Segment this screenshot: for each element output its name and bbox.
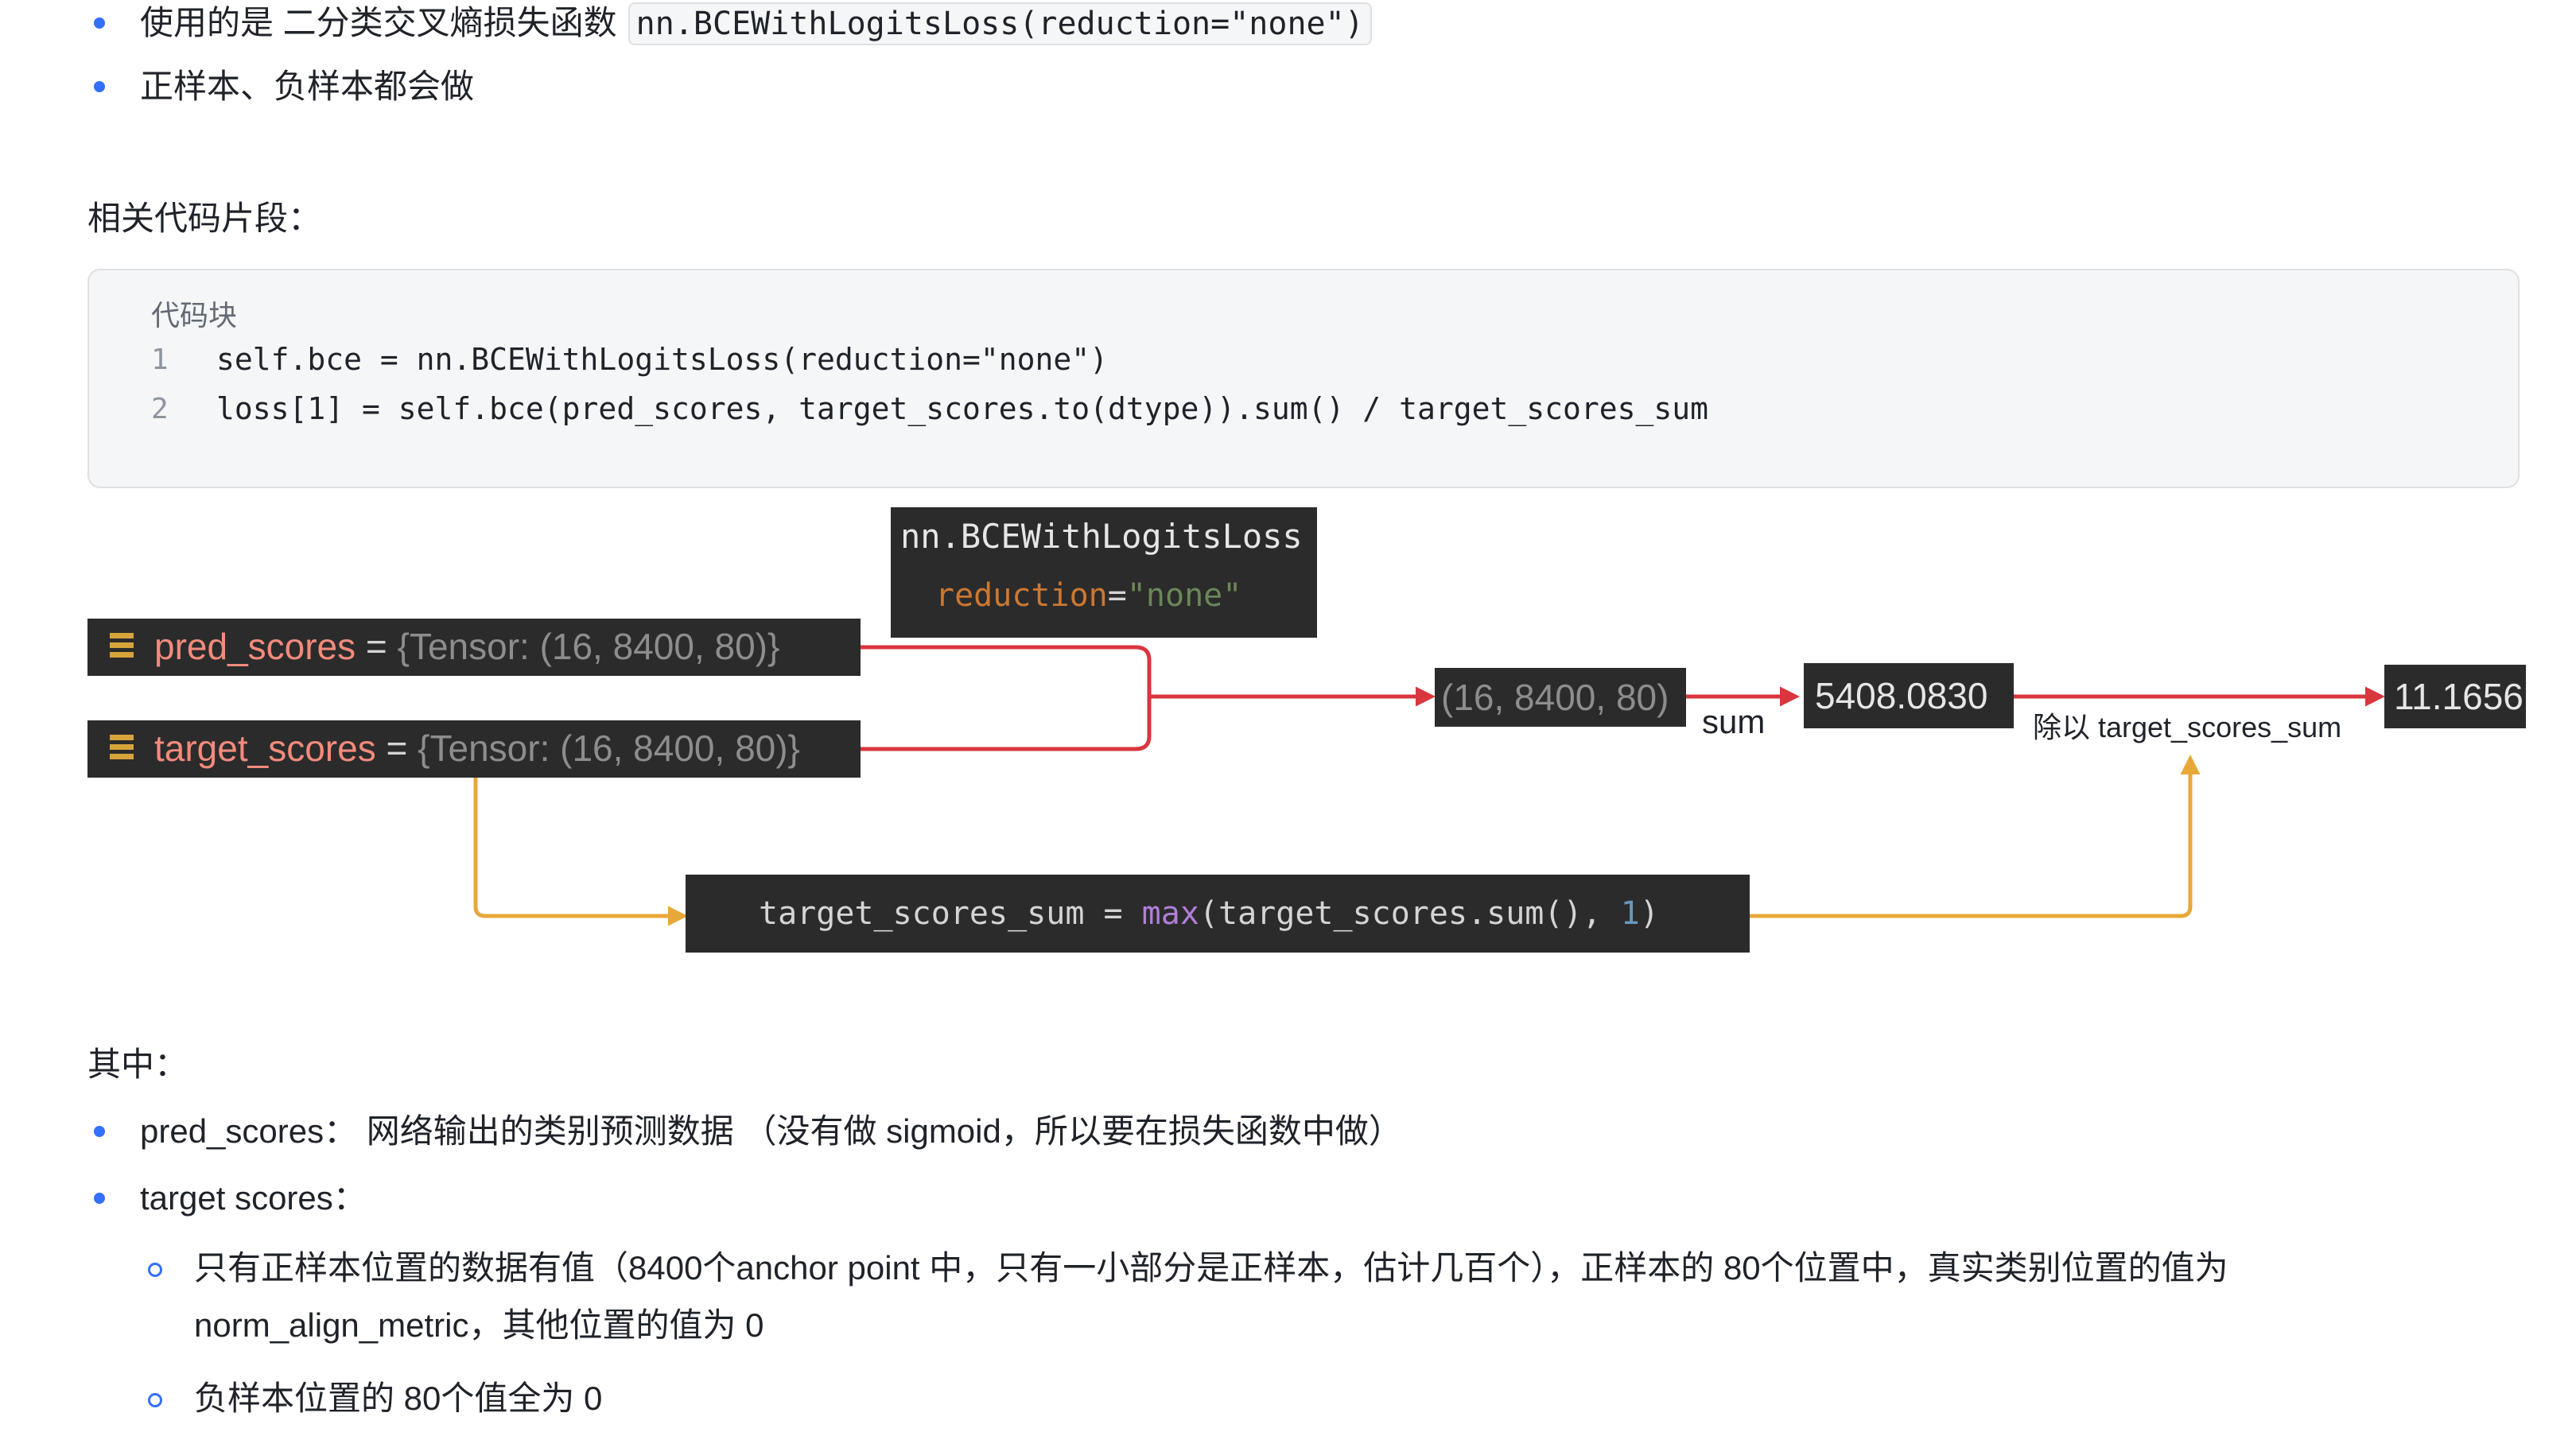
- formula-num: 1: [1620, 895, 1640, 932]
- formula-box: target_scores_sum = max(target_scores.su…: [686, 875, 1750, 953]
- inline-code-bce: nn.BCEWithLogitsLoss(reduction="none"): [627, 2, 1372, 45]
- bullet-loss-function: 使用的是 二分类交叉熵损失函数 nn.BCEWithLogitsLoss(redu…: [140, 2, 1372, 45]
- kw-none: "none": [1126, 577, 1242, 614]
- line-number: 2: [151, 393, 169, 425]
- sub-bullet-dot: [148, 1393, 162, 1407]
- result-box: 11.1656: [2384, 665, 2526, 728]
- pred-scores-value: {Tensor: (16, 8400, 80)}: [397, 626, 780, 667]
- diagram-arrows: [473, 645, 2385, 926]
- bullet-dot: [94, 1126, 105, 1137]
- formula-op: =: [1084, 895, 1142, 932]
- kw-eq: =: [1107, 577, 1127, 614]
- loss-diagram: nn.BCEWithLogitsLoss reduction="none" pr…: [0, 501, 2576, 962]
- eq: =: [375, 728, 418, 769]
- code-block[interactable]: 代码块 1 self.bce = nn.BCEWithLogitsLoss(re…: [87, 269, 2520, 488]
- sum-label: sum: [1702, 703, 1766, 740]
- bullet-pos-neg: 正样本、负样本都会做: [140, 68, 475, 105]
- bce-box: nn.BCEWithLogitsLoss reduction="none": [891, 507, 1317, 638]
- bullet-target-scores: target scores：: [140, 1179, 367, 1217]
- line-number: 1: [151, 343, 169, 376]
- arrow-target-merge: [861, 695, 1152, 751]
- code-line: self.bce = nn.BCEWithLogitsLoss(reductio…: [216, 342, 1109, 377]
- formula-fn: max: [1141, 895, 1199, 932]
- arrow-to-formula: [473, 775, 688, 926]
- pred-scores-name: pred_scores: [154, 626, 356, 667]
- where-title: 其中：: [87, 1046, 188, 1083]
- target-scores-box: target_scores = {Tensor: (16, 8400, 80)}: [87, 720, 861, 778]
- formula-close: ): [1639, 895, 1659, 932]
- list-icon: [110, 735, 134, 760]
- arrow-pred-merge: [861, 645, 1152, 695]
- list-icon: [110, 633, 134, 658]
- sub-bullet-positive-line2: norm_align_metric，其他位置的值为 0: [194, 1306, 764, 1344]
- divide-label: 除以 target_scores_sum: [2033, 711, 2342, 743]
- sum-value-box: 5408.0830: [1804, 663, 2014, 728]
- eq: =: [356, 626, 398, 667]
- code-section-title: 相关代码片段：: [87, 200, 322, 237]
- formula-args: (target_scores.sum(),: [1199, 895, 1621, 932]
- pred-scores-box: pred_scores = {Tensor: (16, 8400, 80)}: [87, 619, 861, 676]
- sub-bullet-positive-line1: 只有正样本位置的数据有值（8400个anchor point 中，只有一小部分是…: [194, 1249, 2228, 1286]
- kw-reduction: reduction: [935, 577, 1108, 614]
- bce-box-title: nn.BCEWithLogitsLoss: [900, 517, 1303, 556]
- sub-bullet-dot: [148, 1263, 162, 1277]
- arrow-to-divide: [1750, 755, 2201, 918]
- code-line: loss[1] = self.bce(pred_scores, target_s…: [216, 391, 1708, 426]
- code-block-label: 代码块: [151, 299, 238, 332]
- target-scores-value: {Tensor: (16, 8400, 80)}: [418, 728, 800, 769]
- bullet-dot: [94, 81, 105, 92]
- bullet-dot: [94, 17, 105, 29]
- target-scores-name: target_scores: [154, 728, 376, 769]
- bullet-pred-scores: pred_scores： 网络输出的类别预测数据 （没有做 sigmoid，所以…: [140, 1112, 1402, 1150]
- sub-bullet-negative: 负样本位置的 80个值全为 0: [194, 1380, 603, 1417]
- bce-box-args: reduction="none": [935, 577, 1241, 614]
- formula-lhs: target_scores_sum: [759, 895, 1085, 932]
- bullet-dot: [94, 1193, 105, 1204]
- shape-box: (16, 8400, 80): [1435, 668, 1686, 727]
- bullet-text: 使用的是 二分类交叉熵损失函数: [140, 4, 617, 41]
